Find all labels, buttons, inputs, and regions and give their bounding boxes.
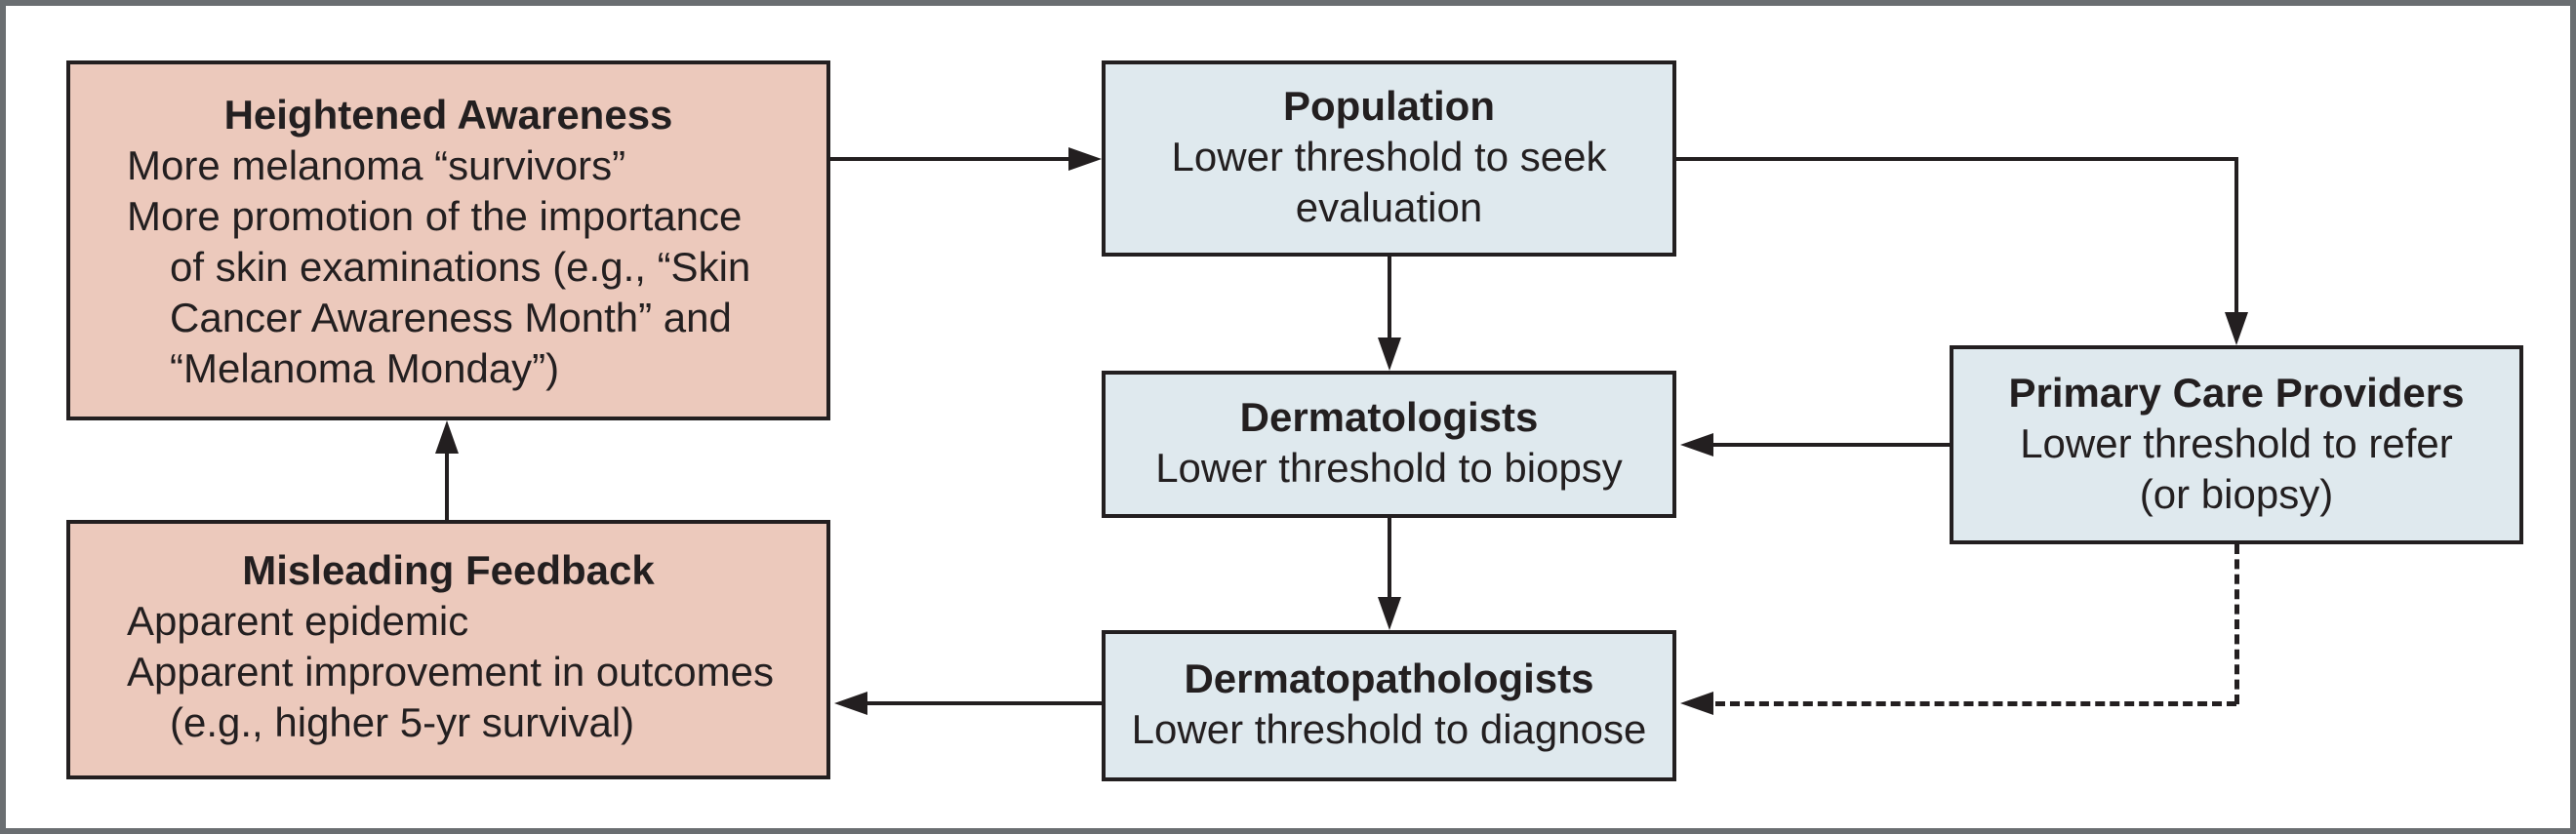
heightened-awareness-title: Heightened Awareness: [223, 92, 673, 138]
misleading-feedback-body: Apparent epidemic Apparent improvement i…: [70, 596, 826, 748]
arrow-dermatopathologists-to-feedback-line: [865, 701, 1102, 705]
dashed-arrow-pcp-to-dermatopathologists-hline: [1715, 701, 2236, 706]
arrow-dermatologists-to-dermatopathologists-line: [1388, 518, 1391, 600]
dermatopathologists-title: Dermatopathologists: [1184, 655, 1594, 701]
dashed-arrow-pcp-to-dermatopathologists-vline: [2234, 544, 2239, 704]
arrow-awareness-to-population-head: [1068, 147, 1102, 171]
population-body: Lower threshold to seek evaluation: [1106, 132, 1672, 233]
primary-care-providers-body: Lower threshold to refer (or biopsy): [1953, 418, 2519, 520]
box-text-line: Lower threshold to refer: [2020, 420, 2453, 466]
box-text-line: (or biopsy): [2139, 471, 2334, 517]
population-title: Population: [1283, 83, 1495, 129]
arrow-pcp-to-dermatologists-line: [1711, 443, 1950, 447]
arrow-population-to-dermatologists-head: [1378, 338, 1401, 371]
box-text-line: “Melanoma Monday”): [170, 345, 560, 391]
arrow-feedback-to-awareness-line: [445, 451, 449, 520]
dermatologists-title: Dermatologists: [1239, 394, 1539, 440]
misleading-feedback-box: Misleading Feedback Apparent epidemic Ap…: [66, 520, 830, 779]
population-box: Population Lower threshold to seek evalu…: [1102, 60, 1676, 257]
box-text-line: Apparent epidemic: [127, 598, 469, 644]
box-text-line: Lower threshold to diagnose: [1131, 706, 1647, 752]
arrow-feedback-to-awareness-head: [435, 420, 459, 454]
arrow-population-to-pcp-head: [2225, 312, 2248, 345]
dashed-arrow-pcp-to-dermatopathologists-head: [1680, 692, 1713, 715]
box-text-line: More melanoma “survivors”: [127, 142, 626, 188]
arrow-population-to-pcp-vline: [2234, 157, 2238, 315]
box-text-line: (e.g., higher 5-yr survival): [170, 699, 635, 745]
box-text-line: Lower threshold to biopsy: [1155, 445, 1623, 491]
dermatologists-body: Lower threshold to biopsy: [1106, 443, 1672, 494]
dermatopathologists-body: Lower threshold to diagnose: [1106, 704, 1672, 755]
arrow-dermatopathologists-to-feedback-head: [834, 692, 867, 715]
dermatopathologists-box: Dermatopathologists Lower threshold to d…: [1102, 630, 1676, 781]
heightened-awareness-box: Heightened Awareness More melanoma “surv…: [66, 60, 830, 420]
box-text-line: More promotion of the importance: [127, 193, 743, 239]
box-text-line: Cancer Awareness Month” and: [170, 295, 732, 340]
primary-care-providers-title: Primary Care Providers: [2008, 370, 2465, 416]
arrow-dermatologists-to-dermatopathologists-head: [1378, 597, 1401, 630]
box-text-line: Lower threshold to seek: [1171, 134, 1607, 179]
box-text-line: of skin examinations (e.g., “Skin: [170, 244, 751, 290]
box-text-line: evaluation: [1295, 184, 1483, 230]
dermatologists-box: Dermatologists Lower threshold to biopsy: [1102, 371, 1676, 518]
arrow-pcp-to-dermatologists-head: [1680, 433, 1713, 457]
arrow-awareness-to-population-line: [830, 157, 1072, 161]
arrow-population-to-dermatologists-line: [1388, 257, 1391, 340]
arrow-population-to-pcp-hline: [1676, 157, 2238, 161]
misleading-feedback-title: Misleading Feedback: [242, 547, 655, 593]
primary-care-providers-box: Primary Care Providers Lower threshold t…: [1950, 345, 2523, 544]
heightened-awareness-body: More melanoma “survivors” More promotion…: [70, 140, 826, 394]
box-text-line: Apparent improvement in outcomes: [127, 649, 774, 695]
